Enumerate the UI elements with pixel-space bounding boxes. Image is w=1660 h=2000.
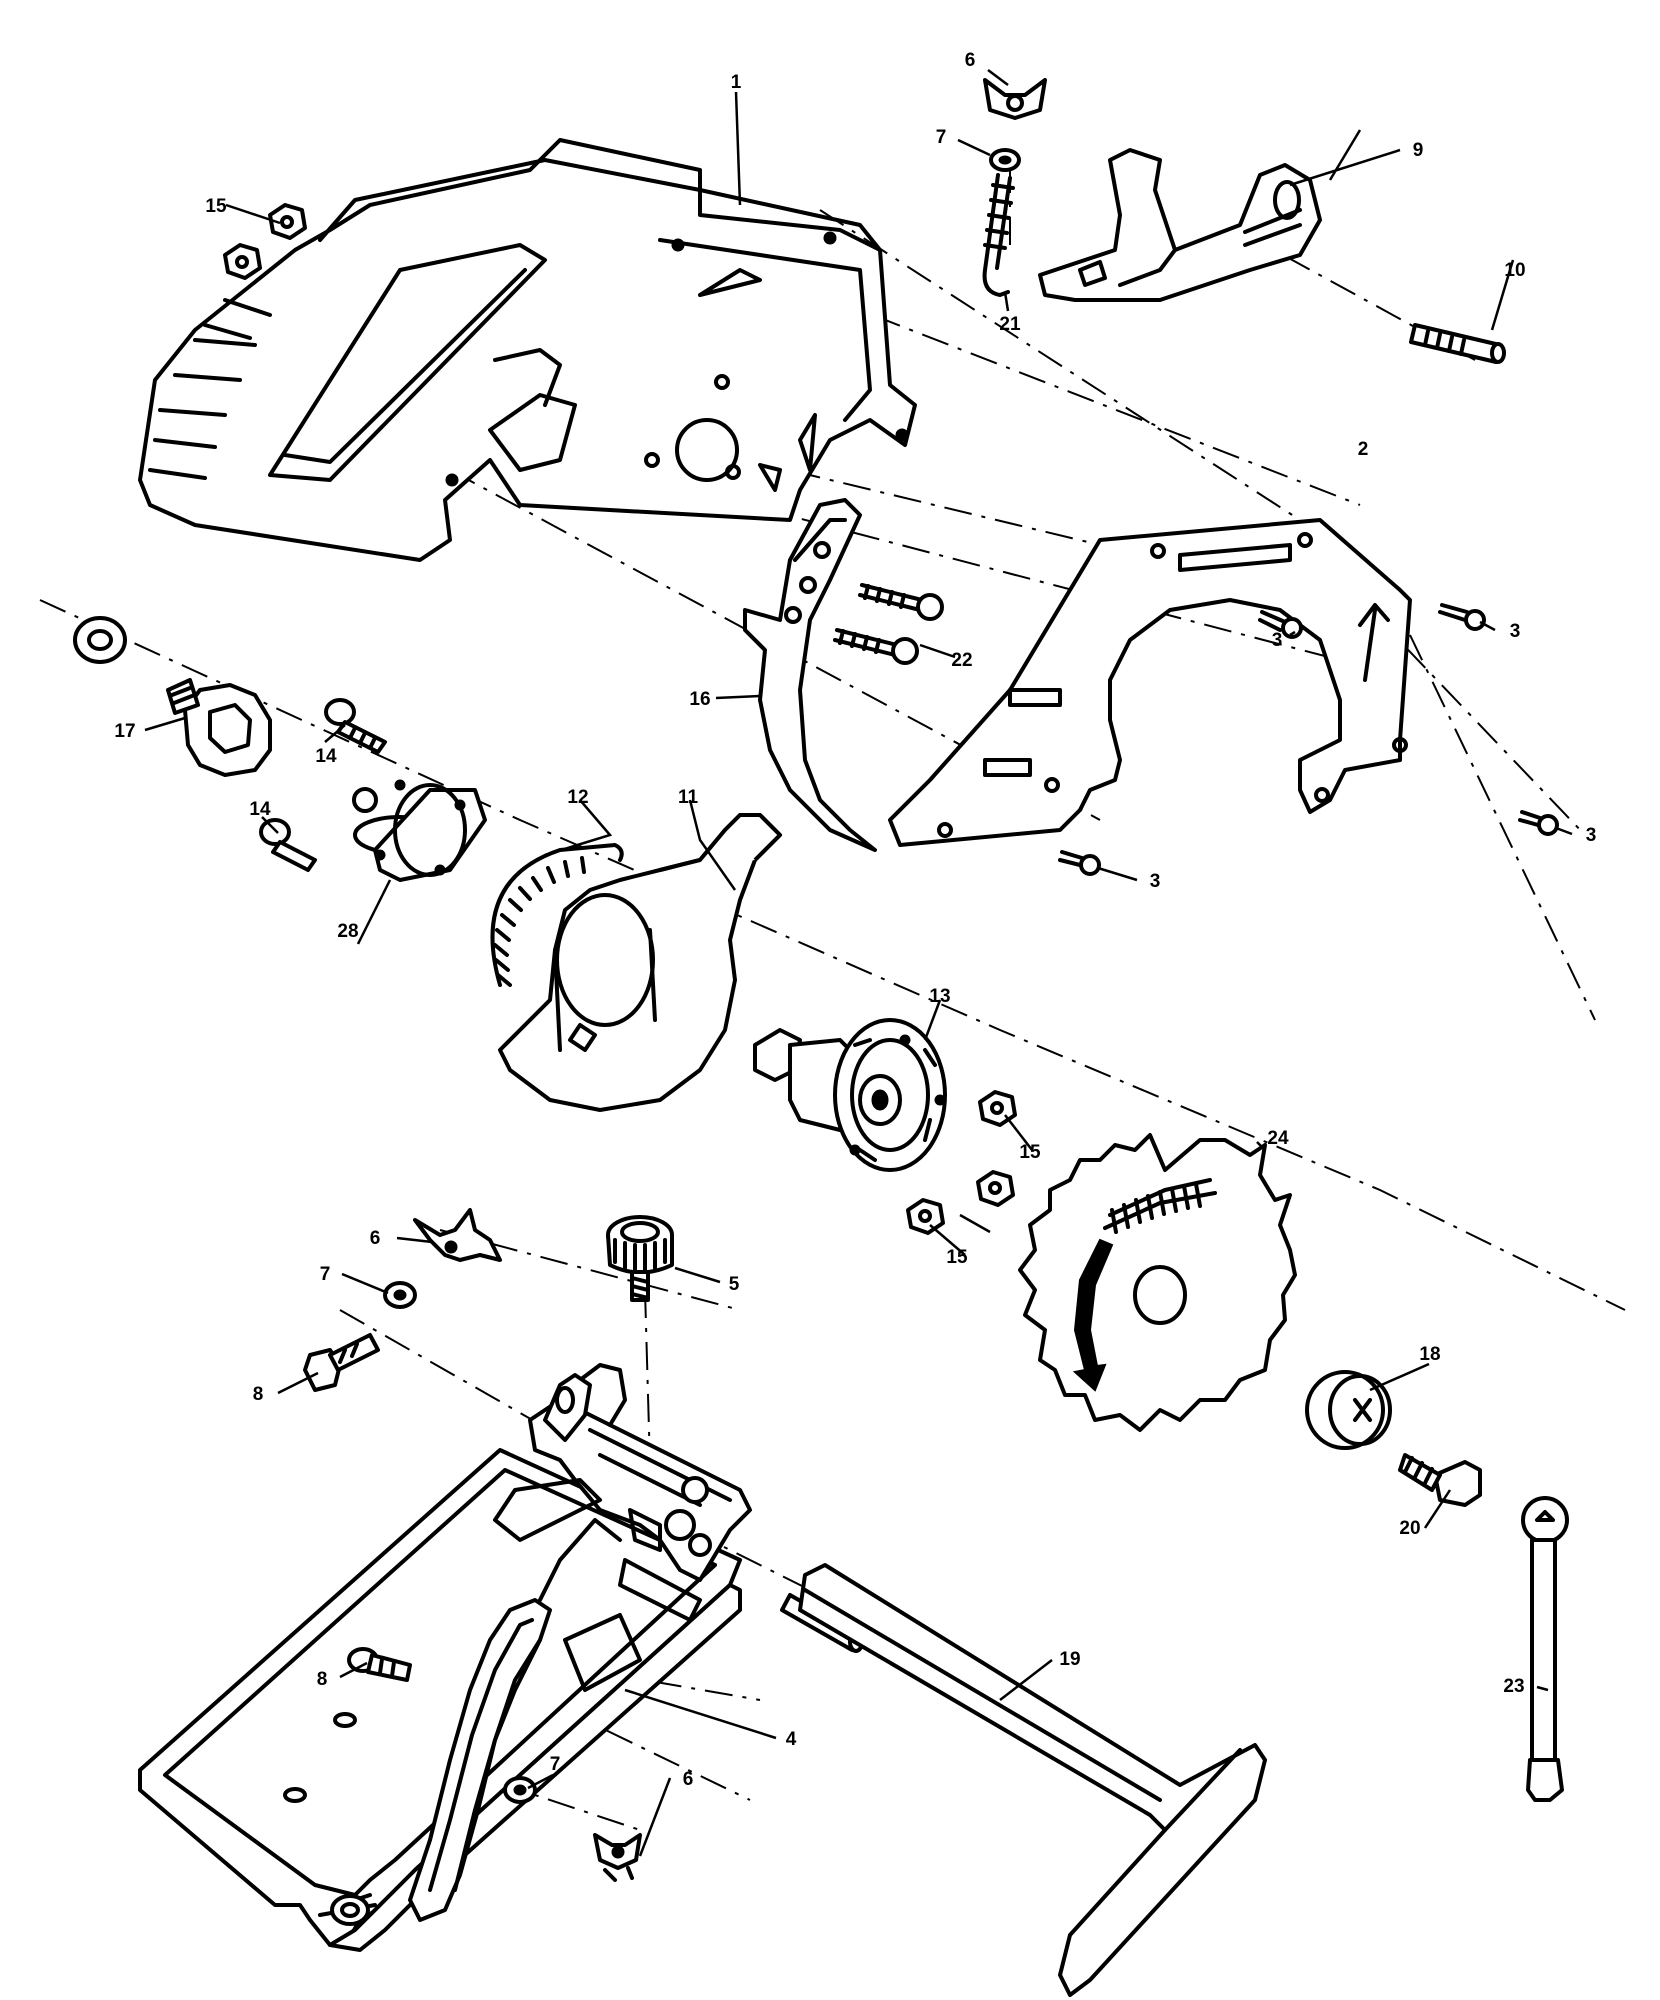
- lower-guard-11: [498, 813, 782, 1112]
- callout-20: 20: [1399, 1518, 1420, 1539]
- hex-nut-15-e: [906, 1198, 945, 1235]
- hex-nut-15-d: [976, 1170, 1015, 1207]
- callout-28: 28: [337, 921, 358, 942]
- callout-15-a: 15: [205, 196, 227, 217]
- hex-nut-15-a: [268, 203, 307, 240]
- screw-3-b: [1438, 603, 1486, 631]
- pin-10: [1409, 323, 1506, 364]
- flat-washer-17: [73, 616, 127, 664]
- upper-housing: [138, 138, 917, 562]
- callout-3-a: 3: [1272, 630, 1283, 651]
- callout-2: 2: [1358, 439, 1369, 460]
- wrench-23: [1521, 1496, 1569, 1802]
- hook-bolt-21: [982, 173, 1015, 297]
- guard-lever: [743, 498, 877, 852]
- spindle-knob-17: [166, 678, 272, 777]
- screw-22-b: [833, 628, 919, 665]
- screw-14-b: [259, 818, 317, 872]
- callout-3-d: 3: [1150, 871, 1161, 892]
- callout-23: 23: [1503, 1676, 1524, 1697]
- callout-24: 24: [1267, 1128, 1289, 1149]
- callout-6-a: 6: [965, 50, 976, 71]
- outer-flange-18: [1305, 1370, 1392, 1450]
- washer-7-lower: [503, 1776, 537, 1804]
- callout-7-b: 7: [320, 1264, 331, 1285]
- callout-7-c: 7: [550, 1754, 561, 1775]
- screw-3-d: [1058, 850, 1101, 876]
- callout-19: 19: [1059, 1649, 1080, 1670]
- callout-3-b: 3: [1510, 621, 1521, 642]
- flange-ring-28: [352, 779, 487, 882]
- rip-fence-bar-19: [798, 1563, 1267, 1997]
- callout-17: 17: [114, 721, 135, 742]
- callout-1: 1: [731, 72, 742, 93]
- screw-3-c: [1518, 810, 1559, 836]
- callout-5: 5: [729, 1274, 740, 1295]
- bolt-8-lower: [347, 1647, 412, 1682]
- callout-14-b: 14: [249, 799, 271, 820]
- callout-8-b: 8: [317, 1669, 328, 1690]
- bearing-housing-13: [753, 1018, 947, 1172]
- callout-4: 4: [786, 1729, 797, 1750]
- callout-13: 13: [929, 986, 950, 1007]
- screw-3-a: [1258, 610, 1303, 639]
- callout-11: 11: [678, 787, 699, 808]
- screw-14-a: [324, 698, 387, 754]
- leader-lines: [144, 69, 1573, 1857]
- callout-14-a: 14: [315, 746, 337, 767]
- callout-9: 9: [1413, 140, 1424, 161]
- arbor-bolt-20: [1398, 1453, 1482, 1507]
- depth-knob-5: [606, 1215, 674, 1302]
- callout-21: 21: [999, 314, 1021, 335]
- saw-blade-24: [1018, 1133, 1297, 1432]
- hex-nut-15-b: [223, 243, 262, 280]
- callout-15-c: 15: [1019, 1142, 1041, 1163]
- callout-15-d: 15: [946, 1247, 968, 1268]
- base-plate: [138, 1363, 752, 1952]
- rip-fence-guide: [1038, 148, 1322, 302]
- callout-3-c: 3: [1586, 825, 1597, 846]
- wing-nut-6-top: [983, 78, 1047, 120]
- washer-7-mid: [383, 1281, 417, 1309]
- washer-7-top: [989, 148, 1021, 172]
- callout-labels: 1 2 3 3 3 3 4 5 6 6 6 7 7 7 8 8 9 10 11 …: [114, 50, 1596, 1790]
- callout-12: 12: [567, 787, 588, 808]
- return-spring-12: [490, 843, 624, 987]
- callout-8-a: 8: [253, 1384, 264, 1405]
- blade-guard: [888, 518, 1412, 847]
- callout-22: 22: [951, 650, 972, 671]
- callout-10: 10: [1504, 260, 1525, 281]
- callout-6-b: 6: [370, 1228, 381, 1249]
- callout-6-c: 6: [683, 1769, 694, 1790]
- callout-7-a: 7: [936, 127, 947, 148]
- wing-nut-6-lower: [593, 1833, 642, 1882]
- screw-22-a: [858, 583, 944, 621]
- wing-nut-6-mid: [413, 1208, 502, 1262]
- callout-18: 18: [1419, 1344, 1440, 1365]
- bolt-8-top: [303, 1333, 380, 1392]
- callout-16: 16: [689, 689, 710, 710]
